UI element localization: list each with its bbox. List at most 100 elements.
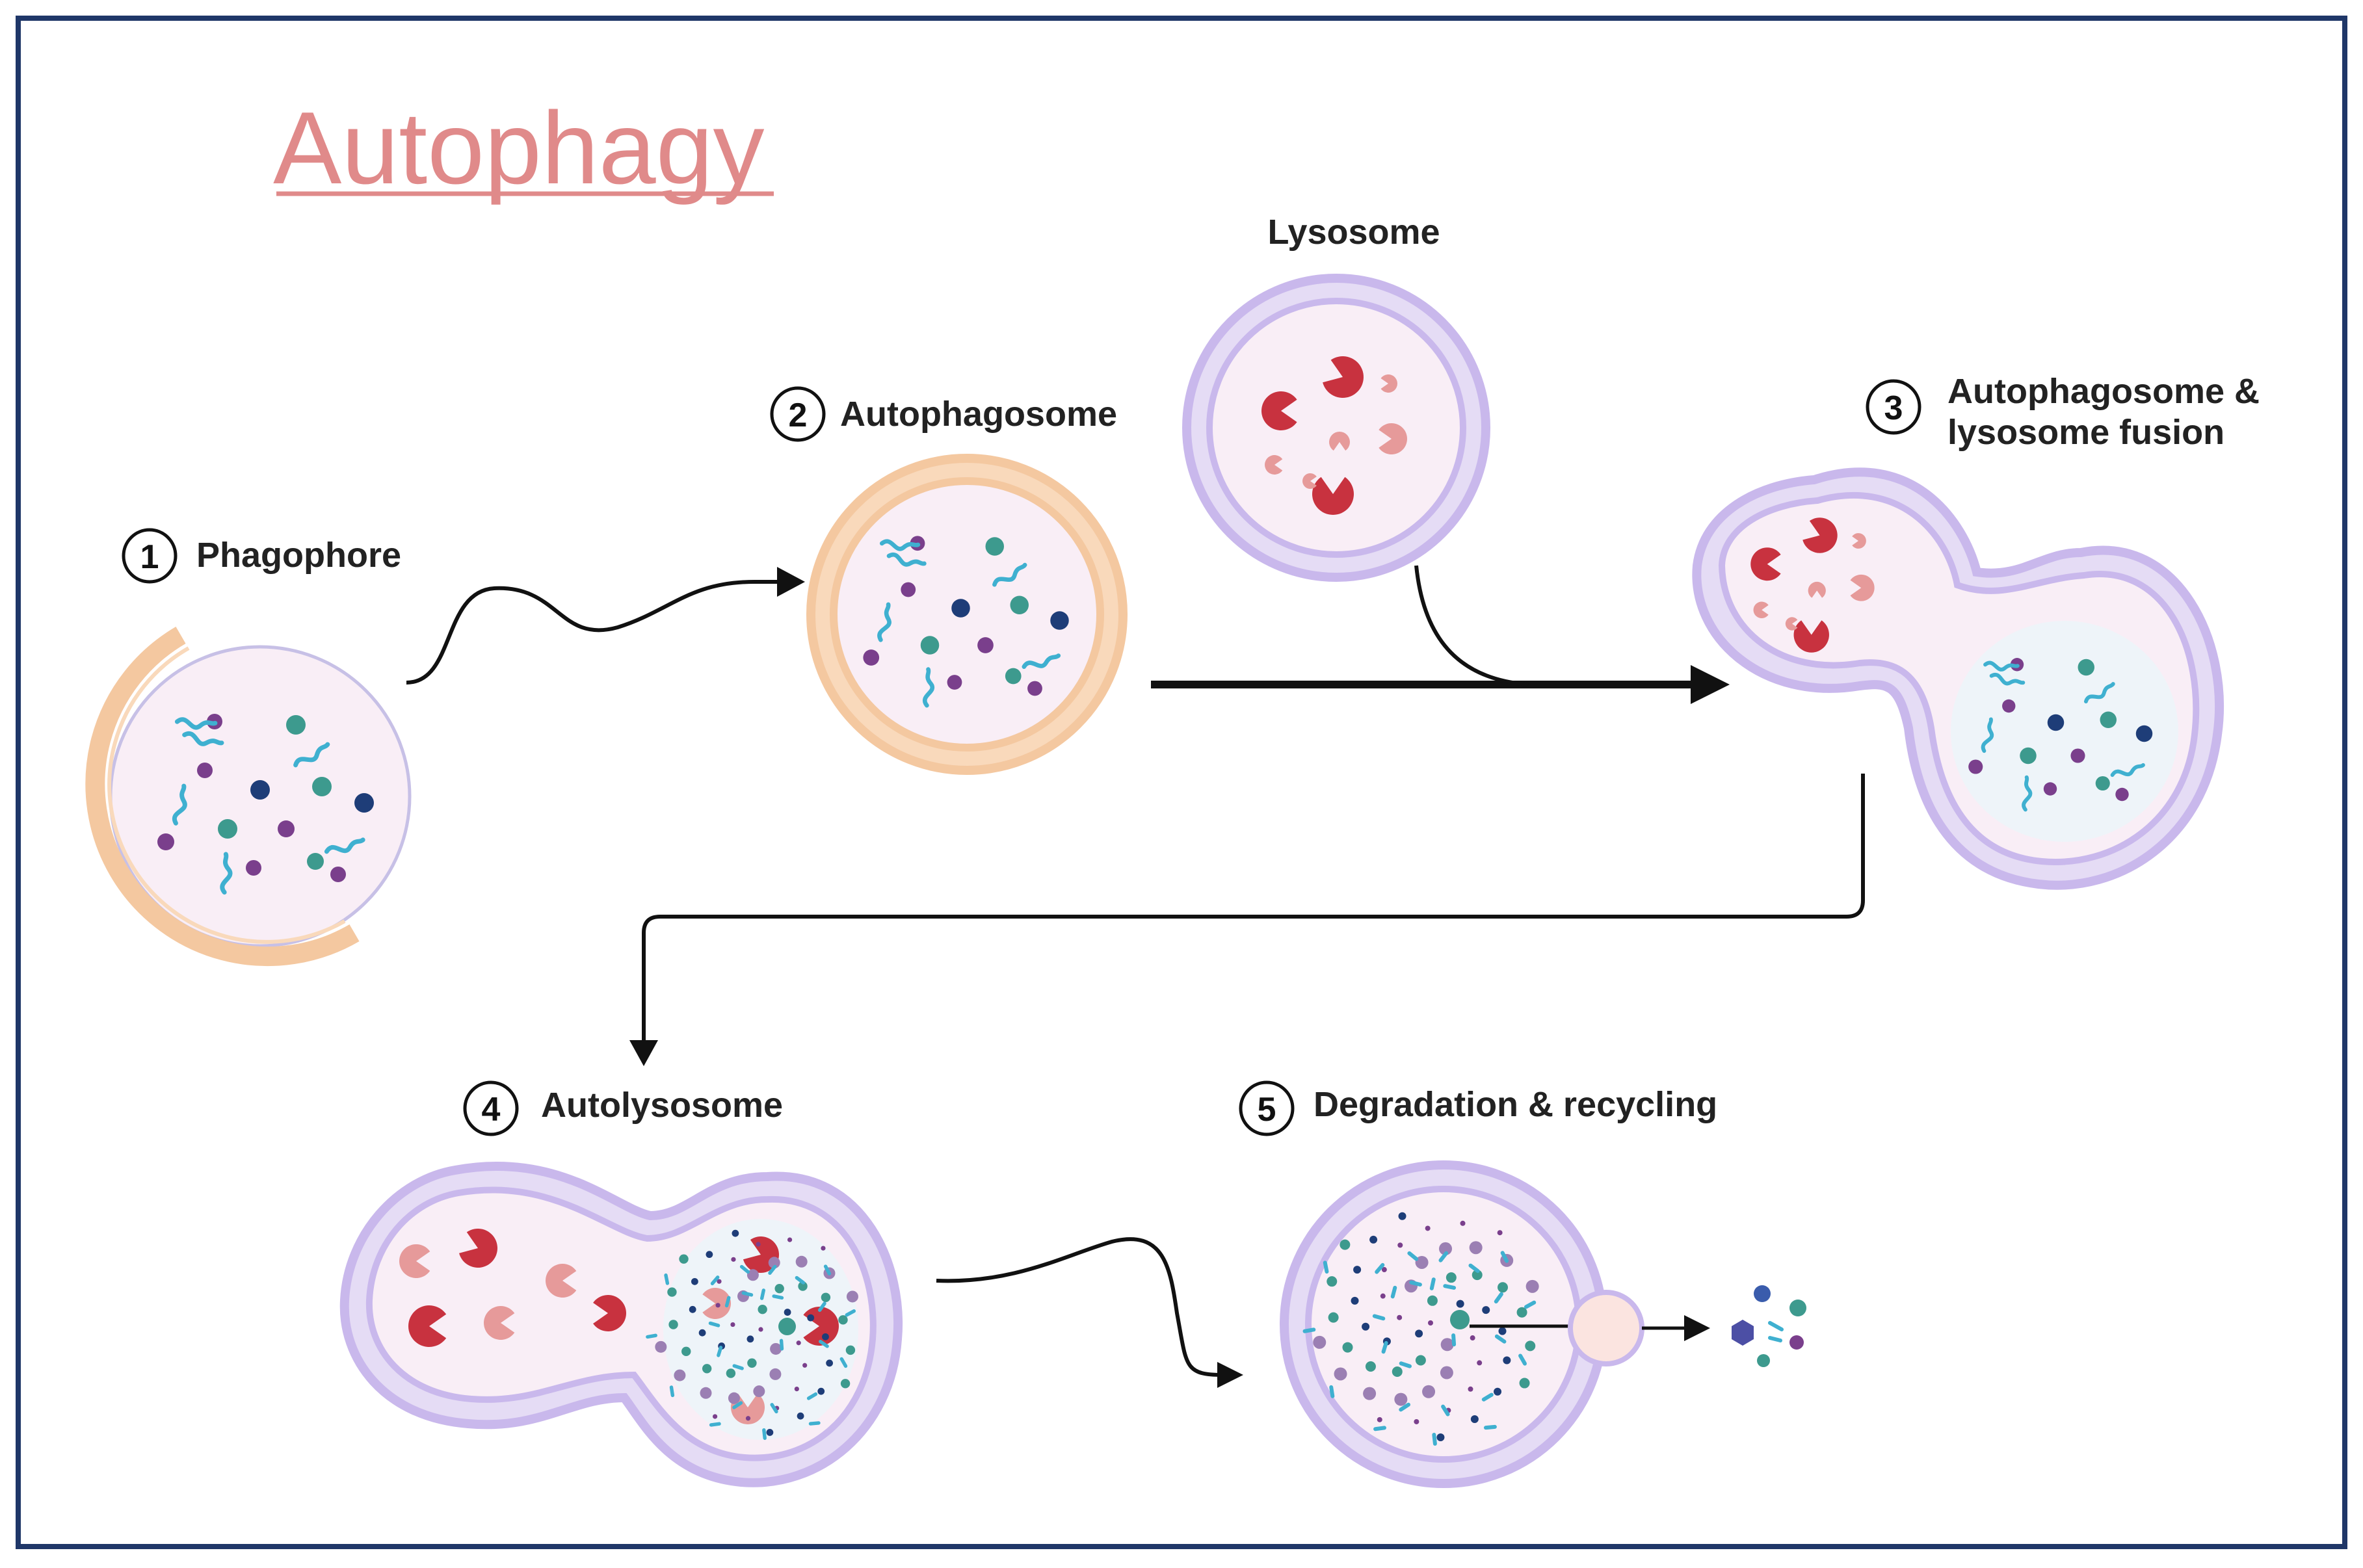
squiggle-fragment <box>646 1333 657 1339</box>
cargo-fragment <box>795 1255 808 1268</box>
cargo-fragment <box>698 1329 706 1337</box>
cargo-fragment <box>679 1254 689 1264</box>
recycled-molecules <box>1732 1285 1806 1367</box>
squiggle-fragment <box>717 1346 723 1357</box>
cargo-fragment <box>826 1359 834 1367</box>
cargo-fragment <box>668 1320 678 1329</box>
cargo-fragment <box>1525 1279 1539 1293</box>
cargo-squiggle <box>879 539 921 551</box>
cargo-fragment <box>674 1369 686 1381</box>
cargo-molecule <box>2135 725 2153 742</box>
cargo-fragment <box>712 1414 718 1419</box>
enzyme <box>1261 391 1297 430</box>
cargo-fragment <box>1340 1239 1351 1250</box>
fusion-cargo <box>1968 658 2153 812</box>
degradation-fragments <box>1302 1212 1539 1446</box>
cargo-fragment <box>1427 1295 1438 1306</box>
stage-2-label: 2 Autophagosome <box>770 386 1117 442</box>
cargo-squiggle <box>182 731 224 746</box>
cargo-fragment <box>1334 1367 1347 1381</box>
squiggle-fragment <box>808 1421 821 1426</box>
cargo-fragment <box>1353 1266 1362 1274</box>
squiggle-fragment <box>1323 1261 1329 1274</box>
cargo-squiggle <box>172 783 187 826</box>
cargo-fragment <box>1494 1387 1502 1396</box>
stage-label: Autolysosome <box>541 1086 783 1125</box>
cargo-molecule <box>2002 699 2016 713</box>
phagophore-cargo <box>157 714 374 895</box>
squiggle-fragment <box>762 1428 767 1440</box>
cargo-fragment <box>1468 1386 1473 1392</box>
squiggle-fragment <box>739 1264 750 1274</box>
cargo-fragment <box>798 1281 808 1291</box>
cargo-fragment <box>1425 1225 1431 1231</box>
cargo-molecule <box>985 537 1004 556</box>
cargo-fragment <box>1414 1418 1419 1424</box>
autolysosome-fragments <box>646 1229 858 1440</box>
cargo-molecule <box>947 675 962 690</box>
squiggle-fragment <box>839 1357 848 1368</box>
squiggle-fragment <box>1438 1251 1449 1262</box>
enzyme <box>1750 547 1781 581</box>
cargo-fragment <box>1516 1307 1527 1318</box>
cargo-fragment <box>1469 1241 1483 1255</box>
cargo-fragment <box>821 1246 826 1251</box>
cargo-fragment <box>1498 1327 1507 1335</box>
enzyme <box>1380 374 1397 393</box>
cargo-fragment <box>766 1429 774 1436</box>
squiggle-fragment <box>819 1339 829 1348</box>
step-number: 4 <box>482 1091 501 1129</box>
cargo-molecule <box>2043 782 2057 796</box>
stage-3-label: 3 Autophagosome & lysosome fusion <box>1866 372 2260 452</box>
cargo-fragment <box>1398 1212 1406 1220</box>
cargo-fragment <box>1428 1320 1433 1326</box>
cargo-molecule <box>1027 681 1042 696</box>
cargo-fragment <box>1362 1322 1370 1331</box>
cargo-molecule <box>778 1318 796 1335</box>
enzyme <box>1312 477 1354 515</box>
cargo-fragment <box>1503 1356 1511 1365</box>
cargo-molecule <box>307 853 324 870</box>
squiggle-fragment <box>768 1264 777 1275</box>
step-number: 3 <box>1884 389 1903 427</box>
squiggle-fragment <box>664 1273 670 1285</box>
cargo-fragment <box>770 1342 782 1355</box>
squiggle-fragment <box>772 1294 784 1300</box>
recycled-dot <box>1757 1354 1770 1367</box>
squiggle-fragment <box>708 1321 720 1327</box>
cargo-fragment <box>1470 1335 1475 1341</box>
arrowhead <box>1217 1362 1243 1388</box>
cargo-fragment <box>846 1290 858 1303</box>
cargo-squiggle <box>1981 717 1994 753</box>
cargo-fragment <box>746 1335 754 1343</box>
enzyme <box>1793 620 1829 653</box>
efflux-pore <box>1568 1290 1644 1366</box>
enzyme <box>484 1305 515 1340</box>
cargo-fragment <box>691 1277 698 1285</box>
cargo-fragment <box>715 1303 720 1308</box>
cargo-fragment <box>1363 1387 1377 1400</box>
cargo-fragment <box>1470 1415 1479 1423</box>
cargo-squiggle <box>886 552 927 567</box>
enzyme <box>1753 601 1769 619</box>
stage-label: Phagophore <box>196 536 401 575</box>
squiggle-fragment <box>1399 1361 1412 1368</box>
squiggle-fragment <box>1372 1314 1386 1321</box>
cargo-squiggle <box>324 837 365 854</box>
cargo-molecule <box>218 819 237 839</box>
cargo-fragment <box>732 1229 739 1237</box>
cargo-fragment <box>758 1327 763 1332</box>
squiggle-fragment <box>1390 1285 1397 1299</box>
cargo-fragment <box>1456 1300 1464 1308</box>
cargo-molecule <box>2115 787 2129 802</box>
cargo-fragment <box>1482 1306 1490 1314</box>
cargo-squiggle <box>2110 763 2145 777</box>
enzyme <box>1785 617 1798 631</box>
cargo-fragment <box>1397 1242 1403 1248</box>
cargo-molecule <box>354 793 374 813</box>
cargo-fragment <box>845 1345 856 1355</box>
recycled-dot <box>1789 1335 1804 1350</box>
cargo-fragment <box>728 1392 740 1404</box>
